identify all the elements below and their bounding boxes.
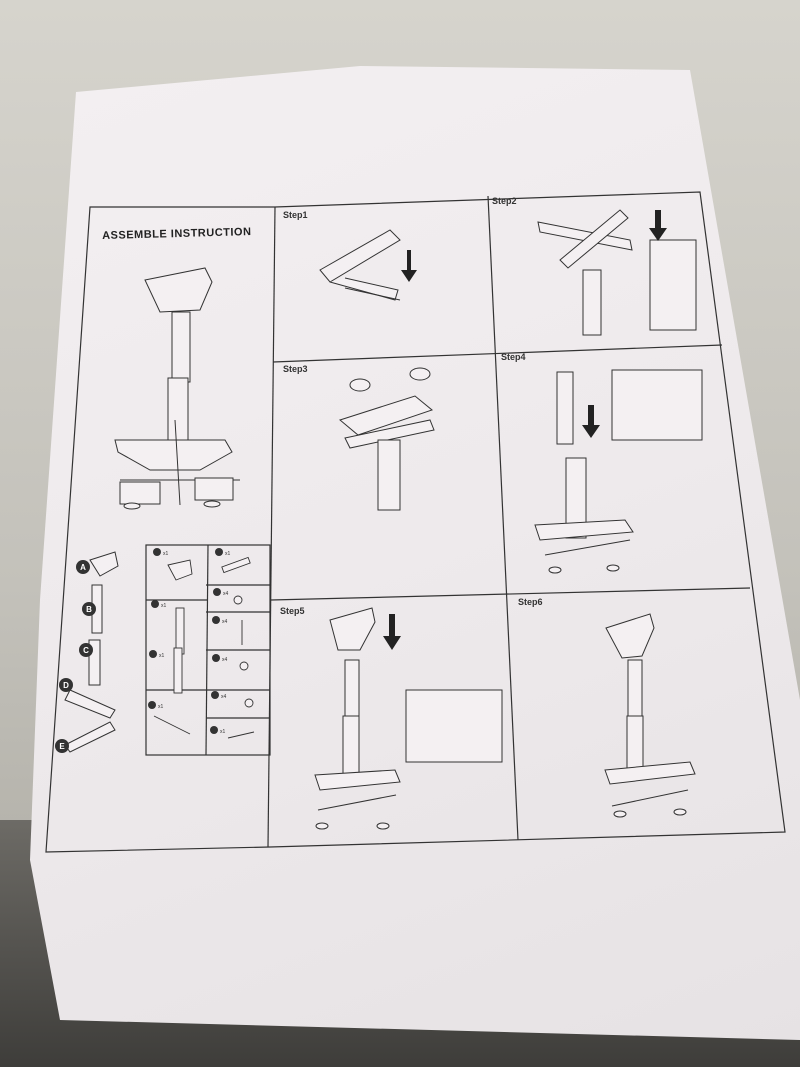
svg-text:x4: x4 [222, 657, 228, 663]
part-callout-badges [55, 560, 96, 753]
step2-diagram [537, 209, 697, 336]
svg-text:x1: x1 [159, 653, 165, 659]
callout-c: C [83, 646, 89, 655]
svg-text:x1: x1 [161, 603, 167, 609]
step5-arrow [383, 614, 401, 650]
step2-label: Step2 [492, 196, 517, 206]
step1-arrow [401, 250, 417, 282]
svg-text:x1: x1 [158, 704, 164, 710]
callout-d: D [63, 681, 69, 690]
stand-overview [114, 267, 240, 510]
step5-label: Step5 [280, 606, 305, 616]
step1-diagram [319, 229, 401, 301]
step5-diagram [314, 607, 503, 830]
callout-e: E [59, 742, 65, 751]
svg-text:x4: x4 [222, 619, 228, 625]
step2-arrow [649, 210, 667, 241]
svg-text:x1: x1 [163, 551, 169, 557]
mid-divider [487, 195, 519, 841]
svg-text:x4: x4 [221, 694, 227, 700]
step4-diagram [534, 369, 703, 574]
step1-label: Step1 [283, 210, 308, 220]
row-divider-2 [270, 587, 751, 601]
parts-list-icons [153, 556, 255, 739]
svg-text:x4: x4 [223, 591, 229, 597]
row-divider-1 [272, 344, 723, 363]
step3-diagram [338, 367, 435, 511]
step4-label: Step4 [501, 352, 526, 362]
step4-arrow [582, 405, 600, 438]
callout-a: A [80, 563, 86, 572]
parts-list-labels: x1 x1 x1 x4 x4 x1 x4 x1 x4 x1 [148, 548, 231, 735]
step6-label: Step6 [518, 597, 543, 607]
left-divider [267, 206, 276, 848]
svg-text:x1: x1 [220, 729, 226, 735]
step6-diagram [604, 613, 696, 818]
step3-label: Step3 [283, 364, 308, 374]
parts-exploded [64, 551, 119, 753]
svg-text:x1: x1 [225, 551, 231, 557]
callout-b: B [86, 605, 92, 614]
